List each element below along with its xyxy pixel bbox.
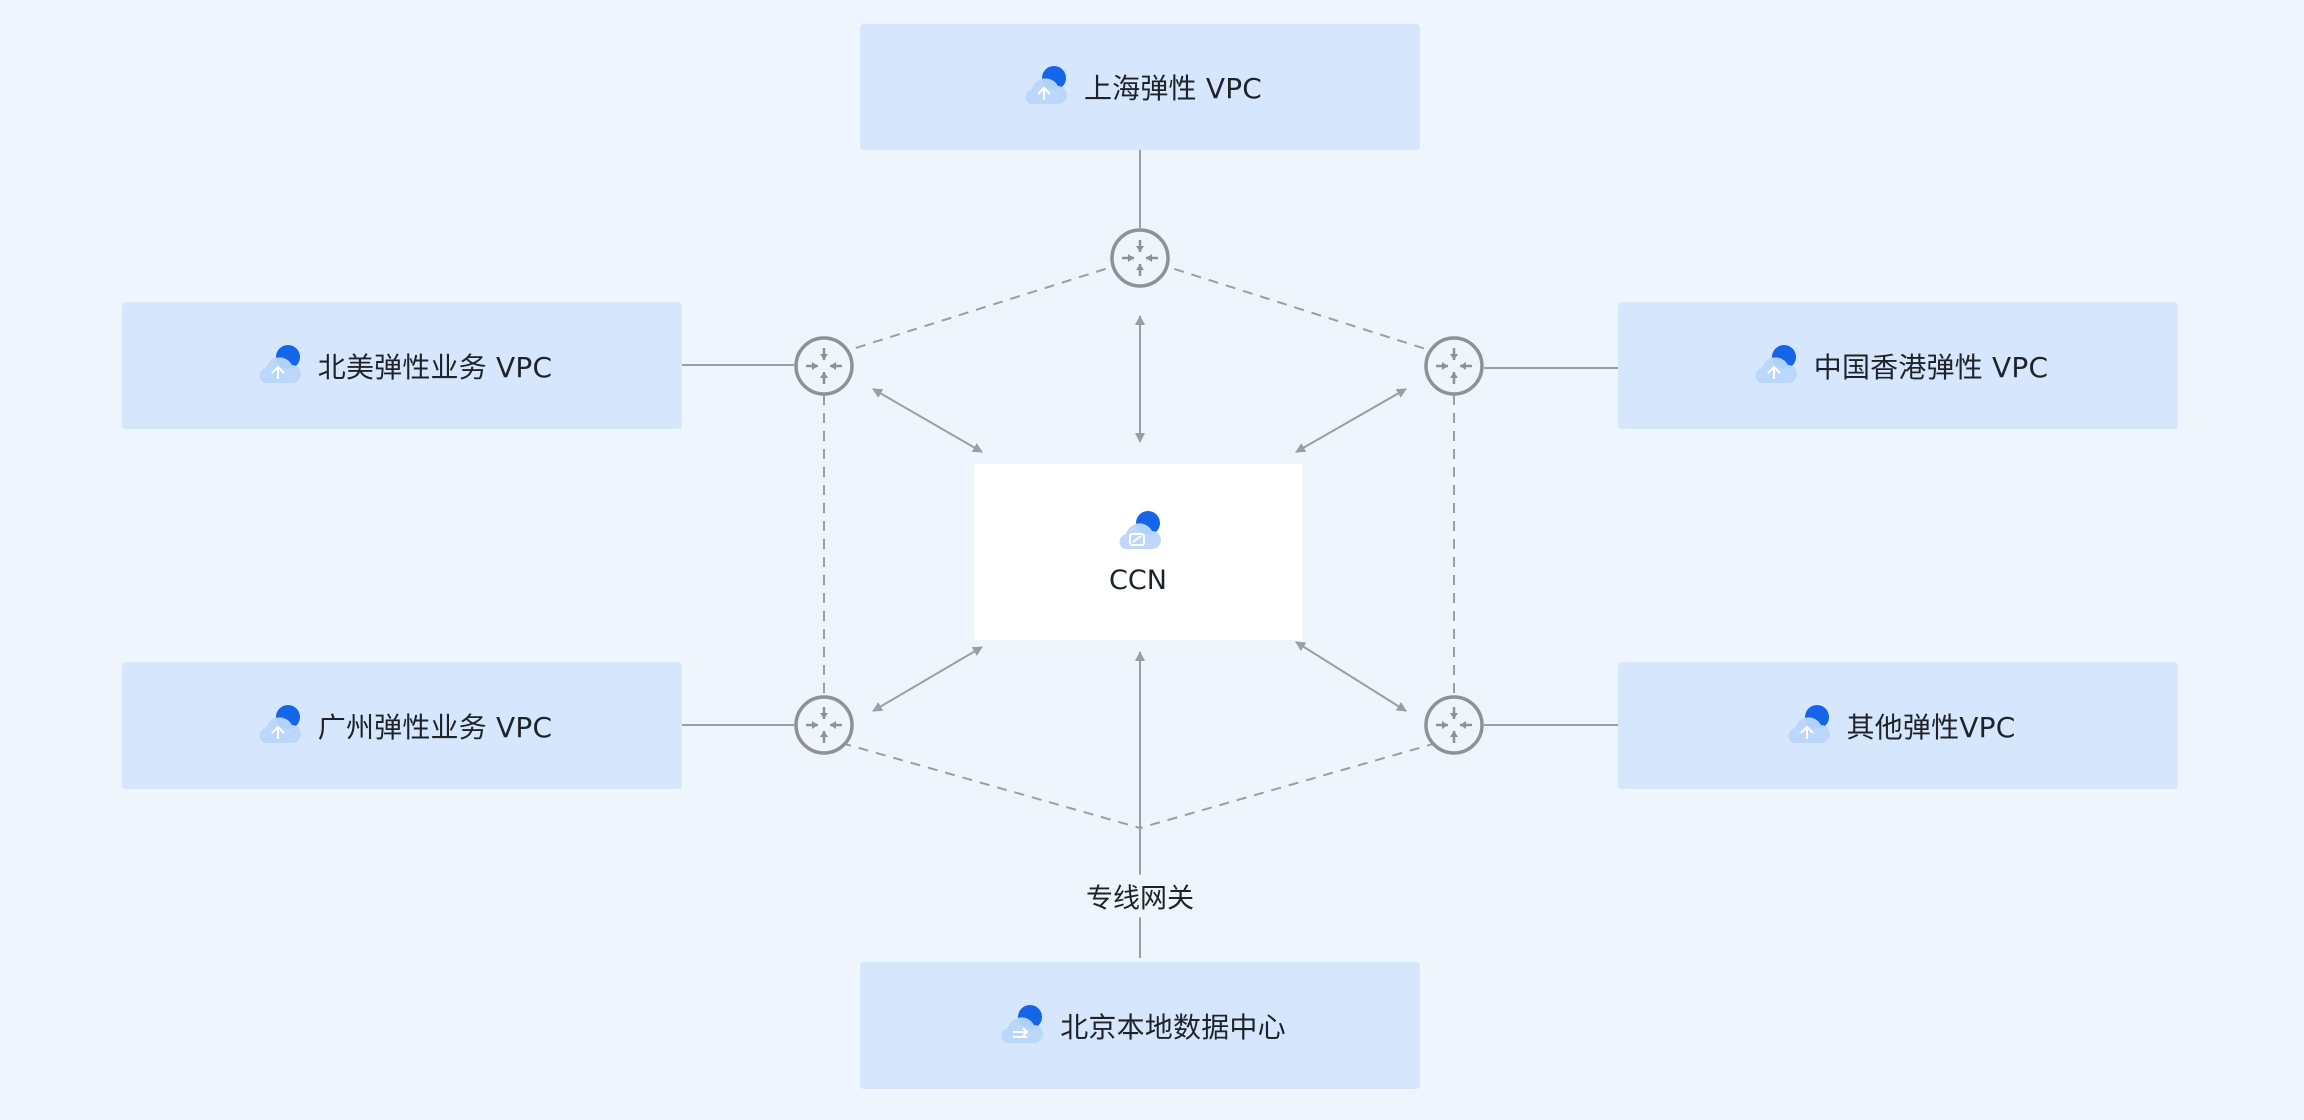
node-guangzhou-vpc: 广州弹性业务 VPC — [122, 662, 682, 789]
cloud-vpc-icon — [1755, 344, 1797, 383]
router-icon — [1424, 336, 1484, 396]
ccn-label: CCN — [1109, 564, 1167, 596]
node-hongkong-vpc: 中国香港弹性 VPC — [1618, 302, 2178, 429]
cloud-vpc-icon — [259, 704, 301, 743]
node-label: 其他弹性VPC — [1846, 710, 2016, 744]
ccn-node: CCN — [974, 464, 1302, 640]
gateway-label: 专线网关 — [1082, 874, 1198, 918]
node-label: 上海弹性 VPC — [1083, 72, 1263, 105]
node-shanghai-vpc: 上海弹性 VPC — [860, 24, 1420, 150]
arrow-right-top — [1295, 388, 1407, 453]
ring-edge — [823, 257, 1141, 359]
ring-edge — [1139, 737, 1455, 829]
node-other-vpc: 其他弹性VPC — [1618, 662, 2178, 789]
node-label: 广州弹性业务 VPC — [317, 710, 553, 744]
cloud-ccn-icon — [1119, 510, 1161, 549]
routers — [794, 228, 1484, 755]
ring-edge — [823, 737, 1141, 829]
arrow-left-top — [872, 388, 983, 453]
router-icon — [1110, 228, 1170, 288]
router-icon — [794, 695, 854, 755]
node-north-america-vpc: 北美弹性业务 VPC — [122, 302, 682, 429]
ccn-arrows — [872, 315, 1407, 712]
cloud-vpc-icon — [259, 344, 301, 383]
cloud-idc-icon — [1001, 1004, 1044, 1043]
cloud-vpc-icon — [1788, 704, 1830, 743]
arrow-left-bottom — [872, 646, 983, 712]
node-beijing-idc: 北京本地数据中心 — [860, 962, 1420, 1089]
router-icon — [794, 336, 854, 396]
node-label: 北京本地数据中心 — [1060, 1010, 1286, 1044]
router-icon — [1424, 695, 1484, 755]
arrow-right-bottom — [1295, 641, 1407, 712]
cloud-vpc-icon — [1025, 66, 1067, 104]
node-label: 北美弹性业务 VPC — [317, 350, 553, 384]
dashed-ring — [823, 257, 1455, 829]
ring-edge — [1139, 257, 1455, 359]
node-label: 中国香港弹性 VPC — [1813, 350, 2049, 384]
